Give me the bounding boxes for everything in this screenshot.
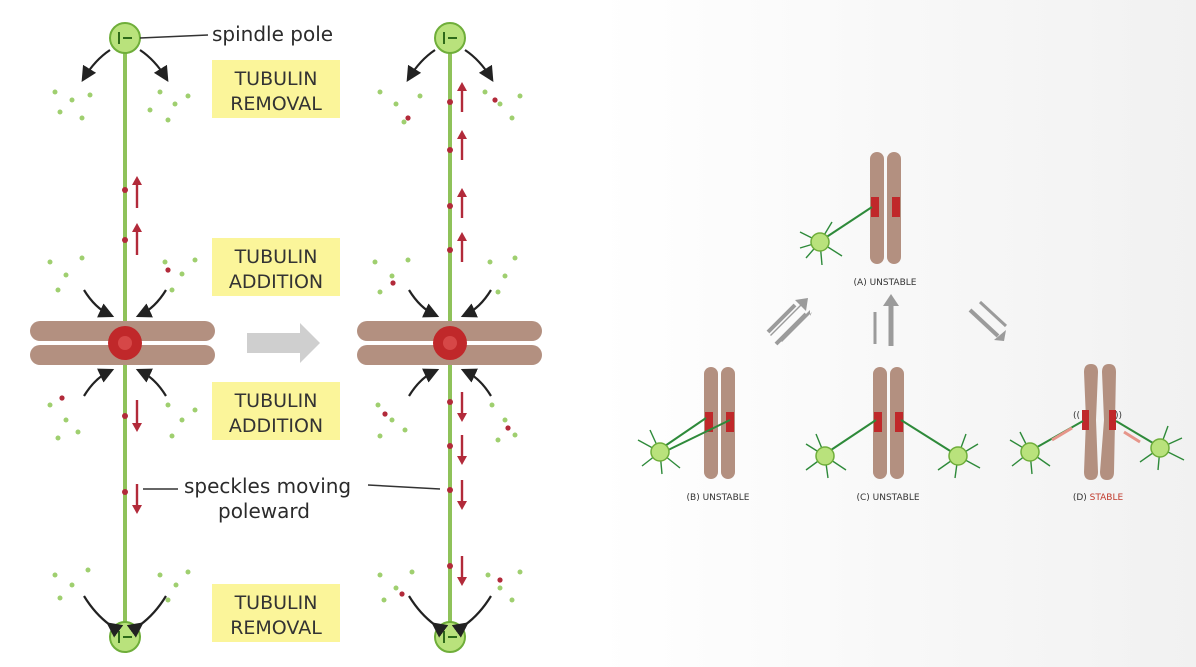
- spindle-pole-icon: [637, 429, 681, 475]
- tubulin-speckles: [47, 89, 523, 603]
- spindle-pole-label: spindle pole: [212, 22, 333, 46]
- spindle-pole-icon: [799, 221, 843, 266]
- speckles-callout: speckles moving poleward: [143, 474, 441, 523]
- kinetochore: [1109, 410, 1116, 430]
- spindle-pole-icon: [434, 22, 466, 54]
- svg-text:((: ((: [1073, 411, 1080, 421]
- svg-text:TUBULIN: TUBULIN: [234, 390, 318, 412]
- svg-text:REMOVAL: REMOVAL: [230, 93, 322, 115]
- svg-text:REMOVAL: REMOVAL: [230, 617, 322, 639]
- kinetochore: [705, 412, 713, 432]
- kinetochore: [874, 412, 882, 432]
- background-panel: [600, 0, 1196, 667]
- caption-a: (A) UNSTABLE: [854, 278, 917, 288]
- svg-text:ADDITION: ADDITION: [229, 415, 323, 437]
- svg-text:)): )): [1115, 411, 1122, 421]
- chromosome-after: [357, 321, 542, 365]
- right-panel: (A) UNSTABLE: [637, 152, 1185, 503]
- left-panel: spindle pole speckles moving poleward TU…: [30, 22, 542, 653]
- kinetochore: [895, 412, 903, 432]
- speckles-label-line2: poleward: [218, 499, 310, 523]
- svg-text:TUBULIN: TUBULIN: [234, 592, 318, 614]
- caption-c: (C) UNSTABLE: [856, 493, 919, 503]
- caption-d: (D) STABLE: [1073, 493, 1124, 503]
- spindle-pole-icon: [805, 433, 847, 479]
- chromosome-before: [30, 321, 215, 365]
- poleward-speckle-arrows: [122, 82, 467, 586]
- tension-indicator: [1051, 426, 1073, 442]
- chromosome-a: (A) UNSTABLE: [799, 152, 917, 288]
- label-tubulin-removal-top: TUBULIN REMOVAL: [212, 60, 340, 118]
- chromosome-d: (( )) (D) STABLE: [1009, 364, 1185, 503]
- right-arrow-icon: [247, 323, 320, 363]
- kinetochore: [1082, 410, 1089, 430]
- spindle-pole-icon: [1139, 425, 1185, 471]
- spindle-pole-icon: [434, 621, 466, 653]
- spindle-pole-callout: spindle pole: [139, 22, 333, 46]
- label-tubulin-removal-bottom: TUBULIN REMOVAL: [212, 584, 340, 642]
- chromosome-b: (B) UNSTABLE: [637, 367, 750, 503]
- speckles-label: speckles moving: [184, 474, 351, 498]
- spindle-pole-icon: [937, 433, 981, 479]
- chromosome-c: (C) UNSTABLE: [805, 367, 981, 503]
- svg-text:ADDITION: ADDITION: [229, 271, 323, 293]
- spindle-pole-icon: [1009, 431, 1051, 475]
- tubulin-flux-arrows: [81, 49, 494, 638]
- spindle-pole-icon: [109, 22, 141, 54]
- svg-text:TUBULIN: TUBULIN: [234, 68, 318, 90]
- caption-b: (B) UNSTABLE: [687, 493, 750, 503]
- equilibrium-arrows-icon: [766, 294, 1008, 346]
- kinetochore: [726, 412, 734, 432]
- tension-indicator: [1123, 430, 1141, 444]
- label-tubulin-addition-lower: TUBULIN ADDITION: [212, 382, 340, 440]
- svg-text:TUBULIN: TUBULIN: [234, 246, 318, 268]
- spindle-pole-icon: [109, 621, 141, 653]
- kinetochore: [892, 197, 900, 217]
- kinetochore: [871, 197, 879, 217]
- label-tubulin-addition-upper: TUBULIN ADDITION: [212, 238, 340, 296]
